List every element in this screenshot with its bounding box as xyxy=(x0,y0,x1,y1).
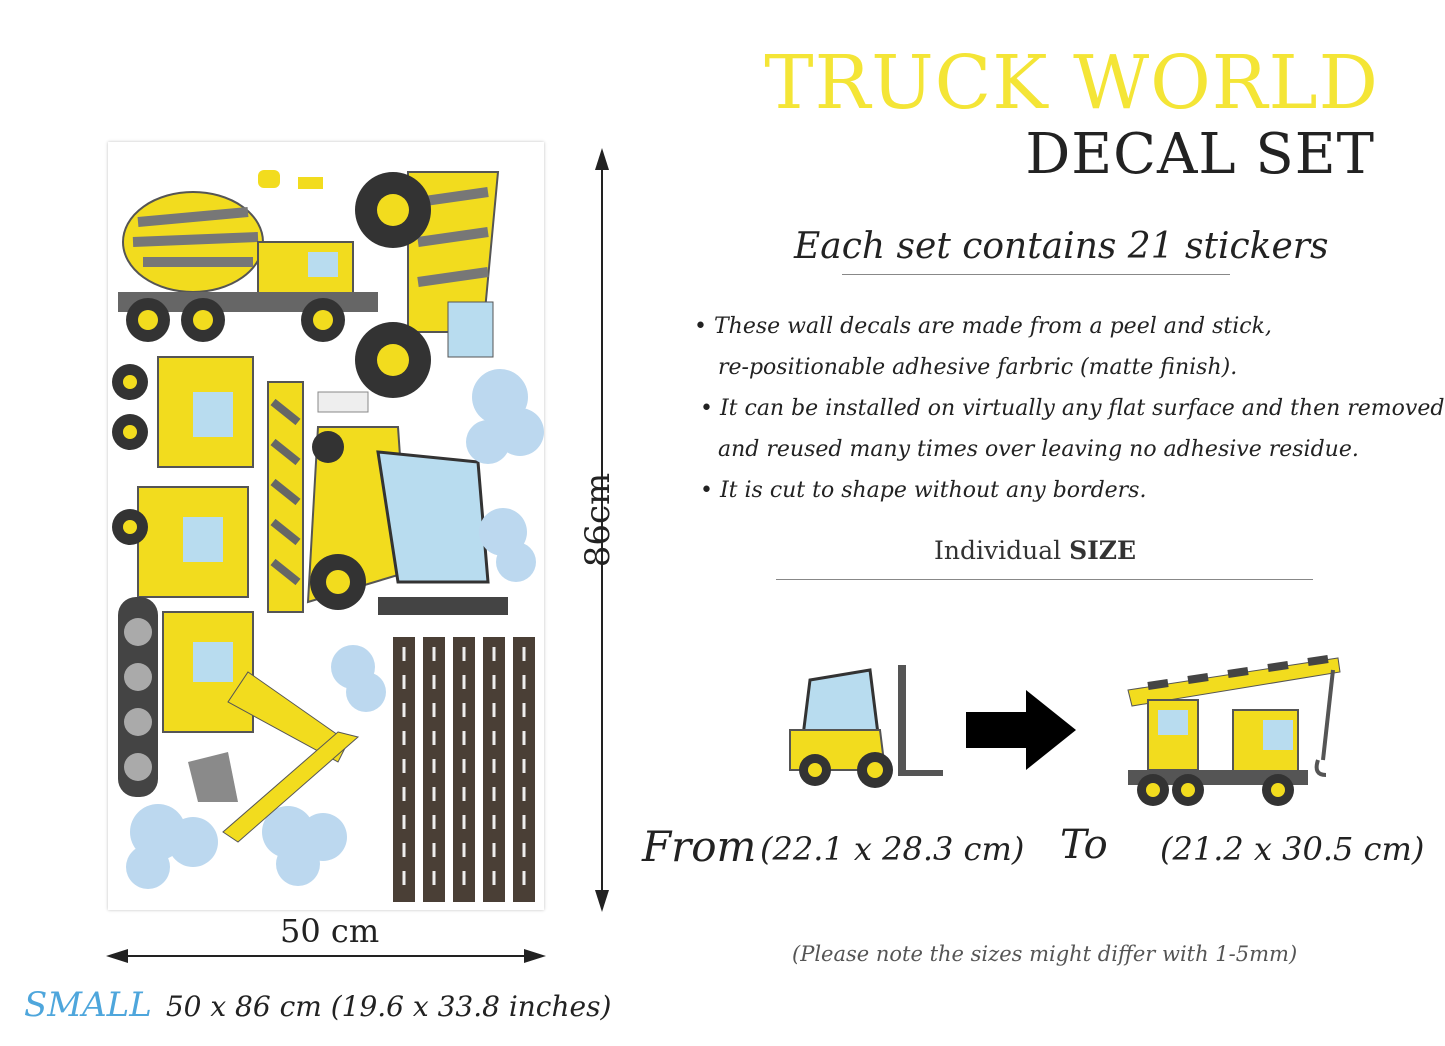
individual-size-bold: SIZE xyxy=(1069,536,1137,565)
divider xyxy=(842,274,1230,275)
cement-mixer-sticker xyxy=(118,191,378,342)
crane-truck-sticker xyxy=(112,356,304,613)
excavator-sticker xyxy=(118,597,360,843)
bricks-sticker xyxy=(317,391,369,413)
title-main: TRUCK WORLD xyxy=(764,40,1379,126)
decal-sheet-preview xyxy=(108,142,544,910)
size-dimensions: 50 x 86 cm (19.6 x 33.8 inches) xyxy=(165,990,612,1023)
feature-line: • These wall decals are made from a peel… xyxy=(694,314,1272,339)
width-label: 50 cm xyxy=(280,912,380,950)
drill-sticker xyxy=(298,177,323,189)
size-option: SMALL 50 x 86 cm (19.6 x 33.8 inches) xyxy=(24,985,611,1025)
feature-line: • It can be installed on virtually any f… xyxy=(700,396,1445,421)
feature-line: re-positionable adhesive farbric (matte … xyxy=(718,355,1238,380)
clouds-sticker xyxy=(126,369,544,889)
width-dimension-arrow xyxy=(106,949,546,963)
crane-truck-illustration xyxy=(1127,655,1341,806)
sticker-count-heading: Each set contains 21 stickers xyxy=(794,226,1329,267)
title-sub: DECAL SET xyxy=(1025,122,1375,187)
to-label: To xyxy=(1060,822,1108,868)
height-dimension-arrow xyxy=(595,148,609,912)
decal-sheet-illustration xyxy=(112,170,544,902)
feature-list: • These wall decals are made from a peel… xyxy=(694,306,1444,511)
hard-hat-sticker xyxy=(258,170,280,188)
to-size-value: (21.2 x 30.5 cm) xyxy=(1160,830,1425,868)
feature-line: and reused many times over leaving no ad… xyxy=(718,437,1359,462)
forklift-illustration xyxy=(789,665,943,788)
road-strips-sticker xyxy=(393,637,535,902)
from-label: From xyxy=(642,822,757,871)
size-name: SMALL xyxy=(24,985,152,1025)
from-size-value: (22.1 x 28.3 cm) xyxy=(760,830,1025,868)
forklift-sticker xyxy=(306,426,508,615)
dump-truck-sticker xyxy=(355,171,500,398)
individual-size-heading: Individual SIZE xyxy=(934,536,1136,565)
arrow-right-icon xyxy=(966,690,1076,770)
feature-line: • It is cut to shape without any borders… xyxy=(700,478,1147,503)
size-note: (Please note the sizes might differ with… xyxy=(792,942,1298,966)
divider xyxy=(776,579,1313,580)
height-label: 86cm xyxy=(578,472,618,568)
individual-size-prefix: Individual xyxy=(934,536,1062,565)
